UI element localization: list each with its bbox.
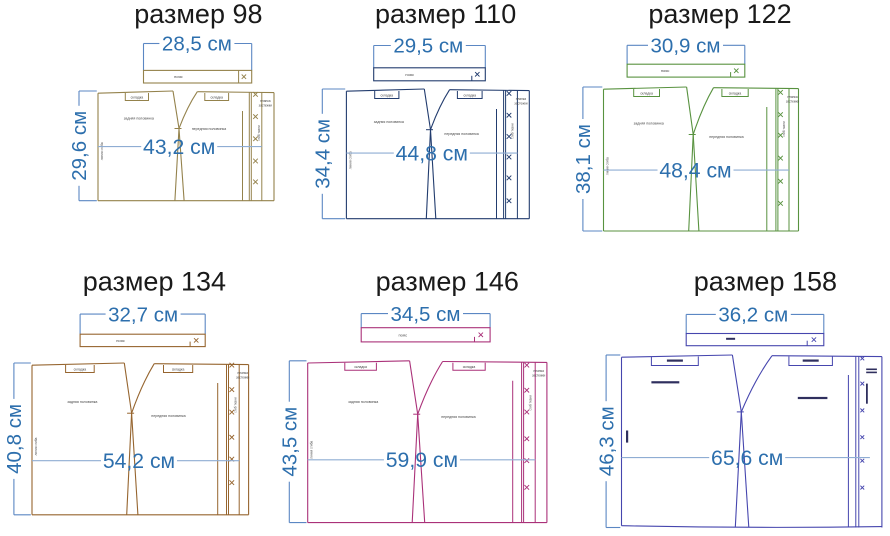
svg-text:пояс: пояс <box>405 72 414 77</box>
svg-text:размер 122: размер 122 <box>648 0 791 29</box>
svg-text:застежки: застежки <box>532 373 546 377</box>
svg-text:линия сгиба: линия сгиба <box>606 157 610 175</box>
svg-text:передняя половинка: передняя половинка <box>444 132 478 136</box>
svg-text:передняя половинка: передняя половинка <box>441 415 475 419</box>
svg-text:сгиб ткани: сгиб ткани <box>528 395 532 411</box>
svg-text:задняя половинка: задняя половинка <box>374 120 404 124</box>
svg-text:планка: планка <box>238 371 249 375</box>
svg-text:складка: складка <box>74 367 87 371</box>
svg-text:задняя половинка: задняя половинка <box>348 400 378 404</box>
svg-text:сгиб ткани: сгиб ткани <box>782 121 786 137</box>
svg-text:38,1 см: 38,1 см <box>572 124 595 194</box>
svg-text:планка: планка <box>787 95 798 99</box>
svg-text:пояс: пояс <box>661 68 670 73</box>
svg-text:складка: складка <box>354 365 367 369</box>
svg-text:29,5 см: 29,5 см <box>393 35 463 58</box>
svg-text:линия сгиба: линия сгиба <box>100 142 104 160</box>
svg-text:36,2 см: 36,2 см <box>718 304 788 327</box>
svg-text:размер 134: размер 134 <box>83 267 226 297</box>
svg-text:34,4 см: 34,4 см <box>312 119 335 189</box>
svg-text:54,2 см: 54,2 см <box>103 450 175 473</box>
svg-text:складка: складка <box>640 91 653 95</box>
svg-text:линия сгиба: линия сгиба <box>310 441 314 459</box>
svg-text:складка: складка <box>464 93 477 97</box>
svg-text:передняя половинка: передняя половинка <box>192 127 226 131</box>
svg-text:линия сгиба: линия сгиба <box>348 151 352 169</box>
svg-text:34,5 см: 34,5 см <box>391 303 461 326</box>
svg-text:застежки: застежки <box>514 102 528 106</box>
svg-text:планка: планка <box>516 97 527 101</box>
svg-text:размер 158: размер 158 <box>694 267 837 297</box>
svg-text:29,6 см: 29,6 см <box>68 111 91 181</box>
svg-text:задняя половинка: задняя половинка <box>67 400 97 404</box>
svg-text:застежки: застежки <box>786 100 800 104</box>
svg-text:пояс: пояс <box>174 74 183 79</box>
svg-text:складка: складка <box>729 91 742 95</box>
svg-text:40,8 см: 40,8 см <box>3 404 26 474</box>
svg-text:складка: складка <box>172 367 185 371</box>
svg-text:размер 110: размер 110 <box>375 0 516 29</box>
svg-text:48,4 см: 48,4 см <box>659 159 731 182</box>
svg-text:32,7 см: 32,7 см <box>108 303 178 326</box>
svg-text:сгиб ткани: сгиб ткани <box>233 397 237 413</box>
svg-text:передняя половинка: передняя половинка <box>151 414 185 418</box>
svg-text:28,5 см: 28,5 см <box>162 33 232 56</box>
svg-text:складка: складка <box>463 365 476 369</box>
svg-text:30,9 см: 30,9 см <box>651 35 721 58</box>
svg-text:планка: планка <box>260 99 271 103</box>
svg-text:складка: складка <box>131 95 144 99</box>
svg-text:пояс: пояс <box>399 332 408 337</box>
svg-text:59,9 см: 59,9 см <box>386 449 458 472</box>
svg-text:сгиб ткани: сгиб ткани <box>257 125 261 141</box>
svg-text:размер 98: размер 98 <box>134 0 262 29</box>
svg-text:линия сгиба: линия сгиба <box>34 437 38 455</box>
svg-text:передняя половинка: передняя половинка <box>709 135 743 139</box>
svg-text:застежки: застежки <box>259 104 273 108</box>
svg-text:задняя половинка: задняя половинка <box>634 122 664 126</box>
svg-text:43,2 см: 43,2 см <box>143 136 215 159</box>
svg-text:65,6 см: 65,6 см <box>711 447 783 470</box>
svg-text:задняя половинка: задняя половинка <box>124 117 154 121</box>
svg-text:44,8 см: 44,8 см <box>396 142 468 165</box>
svg-text:сгиб ткани: сгиб ткани <box>511 123 515 139</box>
svg-text:планка: планка <box>534 369 545 373</box>
svg-text:43,5 см: 43,5 см <box>279 407 302 477</box>
svg-text:застежки: застежки <box>236 376 250 380</box>
svg-text:46,3 см: 46,3 см <box>595 406 618 476</box>
svg-text:пояс: пояс <box>116 338 125 343</box>
svg-text:складка: складка <box>381 93 394 97</box>
svg-text:размер 146: размер 146 <box>376 267 519 297</box>
svg-text:складка: складка <box>210 95 223 99</box>
